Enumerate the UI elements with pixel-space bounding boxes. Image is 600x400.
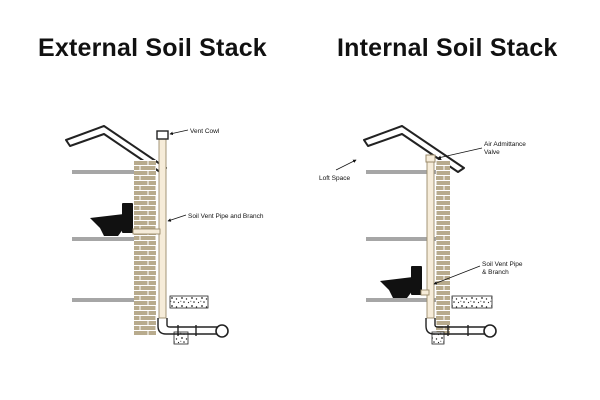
vent-cowl-callout: Vent Cowl (169, 128, 220, 136)
left-svp-callout: Soil Vent Pipe and Branch (167, 213, 264, 222)
vent-cowl-icon (156, 130, 169, 140)
vent-cowl-label: Vent Cowl (190, 128, 220, 135)
left-floor-1 (72, 170, 134, 174)
left-brick-wall (134, 160, 156, 336)
internal-stack-panel: Air Admittance Valve Loft Space Soil Ven… (319, 125, 526, 345)
right-floor-3 (366, 298, 438, 302)
right-floor-1 (366, 170, 438, 174)
left-svp-label: Soil Vent Pipe and Branch (188, 213, 264, 220)
external-soil-stack-title: External Soil Stack (38, 34, 267, 62)
right-svp-label-line1: Soil Vent Pipe (482, 261, 523, 268)
right-floor-2 (366, 237, 438, 241)
internal-soil-stack-title: Internal Soil Stack (337, 34, 558, 62)
right-ground-gravel (451, 295, 493, 309)
left-ground-gravel (169, 295, 209, 309)
left-floor-3 (72, 298, 134, 302)
left-floor-2 (72, 237, 134, 241)
right-toilet-icon (380, 266, 422, 298)
left-drain-end-icon (215, 324, 229, 338)
loft-space-label: Loft Space (319, 175, 350, 182)
right-brick-wall (436, 160, 450, 336)
right-svp-callout: Soil Vent Pipe & Branch (433, 261, 523, 285)
right-lower-gravel (431, 331, 445, 345)
aav-label-line2: Valve (484, 149, 500, 156)
aav-label-line1: Air Admittance (484, 141, 526, 148)
left-drain-pipe (157, 318, 218, 336)
right-drain-end-icon (483, 324, 497, 338)
air-admittance-valve-icon (425, 154, 436, 163)
right-svp-label-line2: & Branch (482, 269, 509, 276)
external-stack-panel: Vent Cowl Soil Vent Pipe and Branch (65, 125, 264, 345)
left-toilet-icon (90, 203, 133, 236)
right-roof (363, 125, 465, 173)
loft-space-callout: Loft Space (319, 159, 357, 182)
aav-callout: Air Admittance Valve (437, 141, 526, 160)
right-drain-pipe (425, 318, 486, 336)
